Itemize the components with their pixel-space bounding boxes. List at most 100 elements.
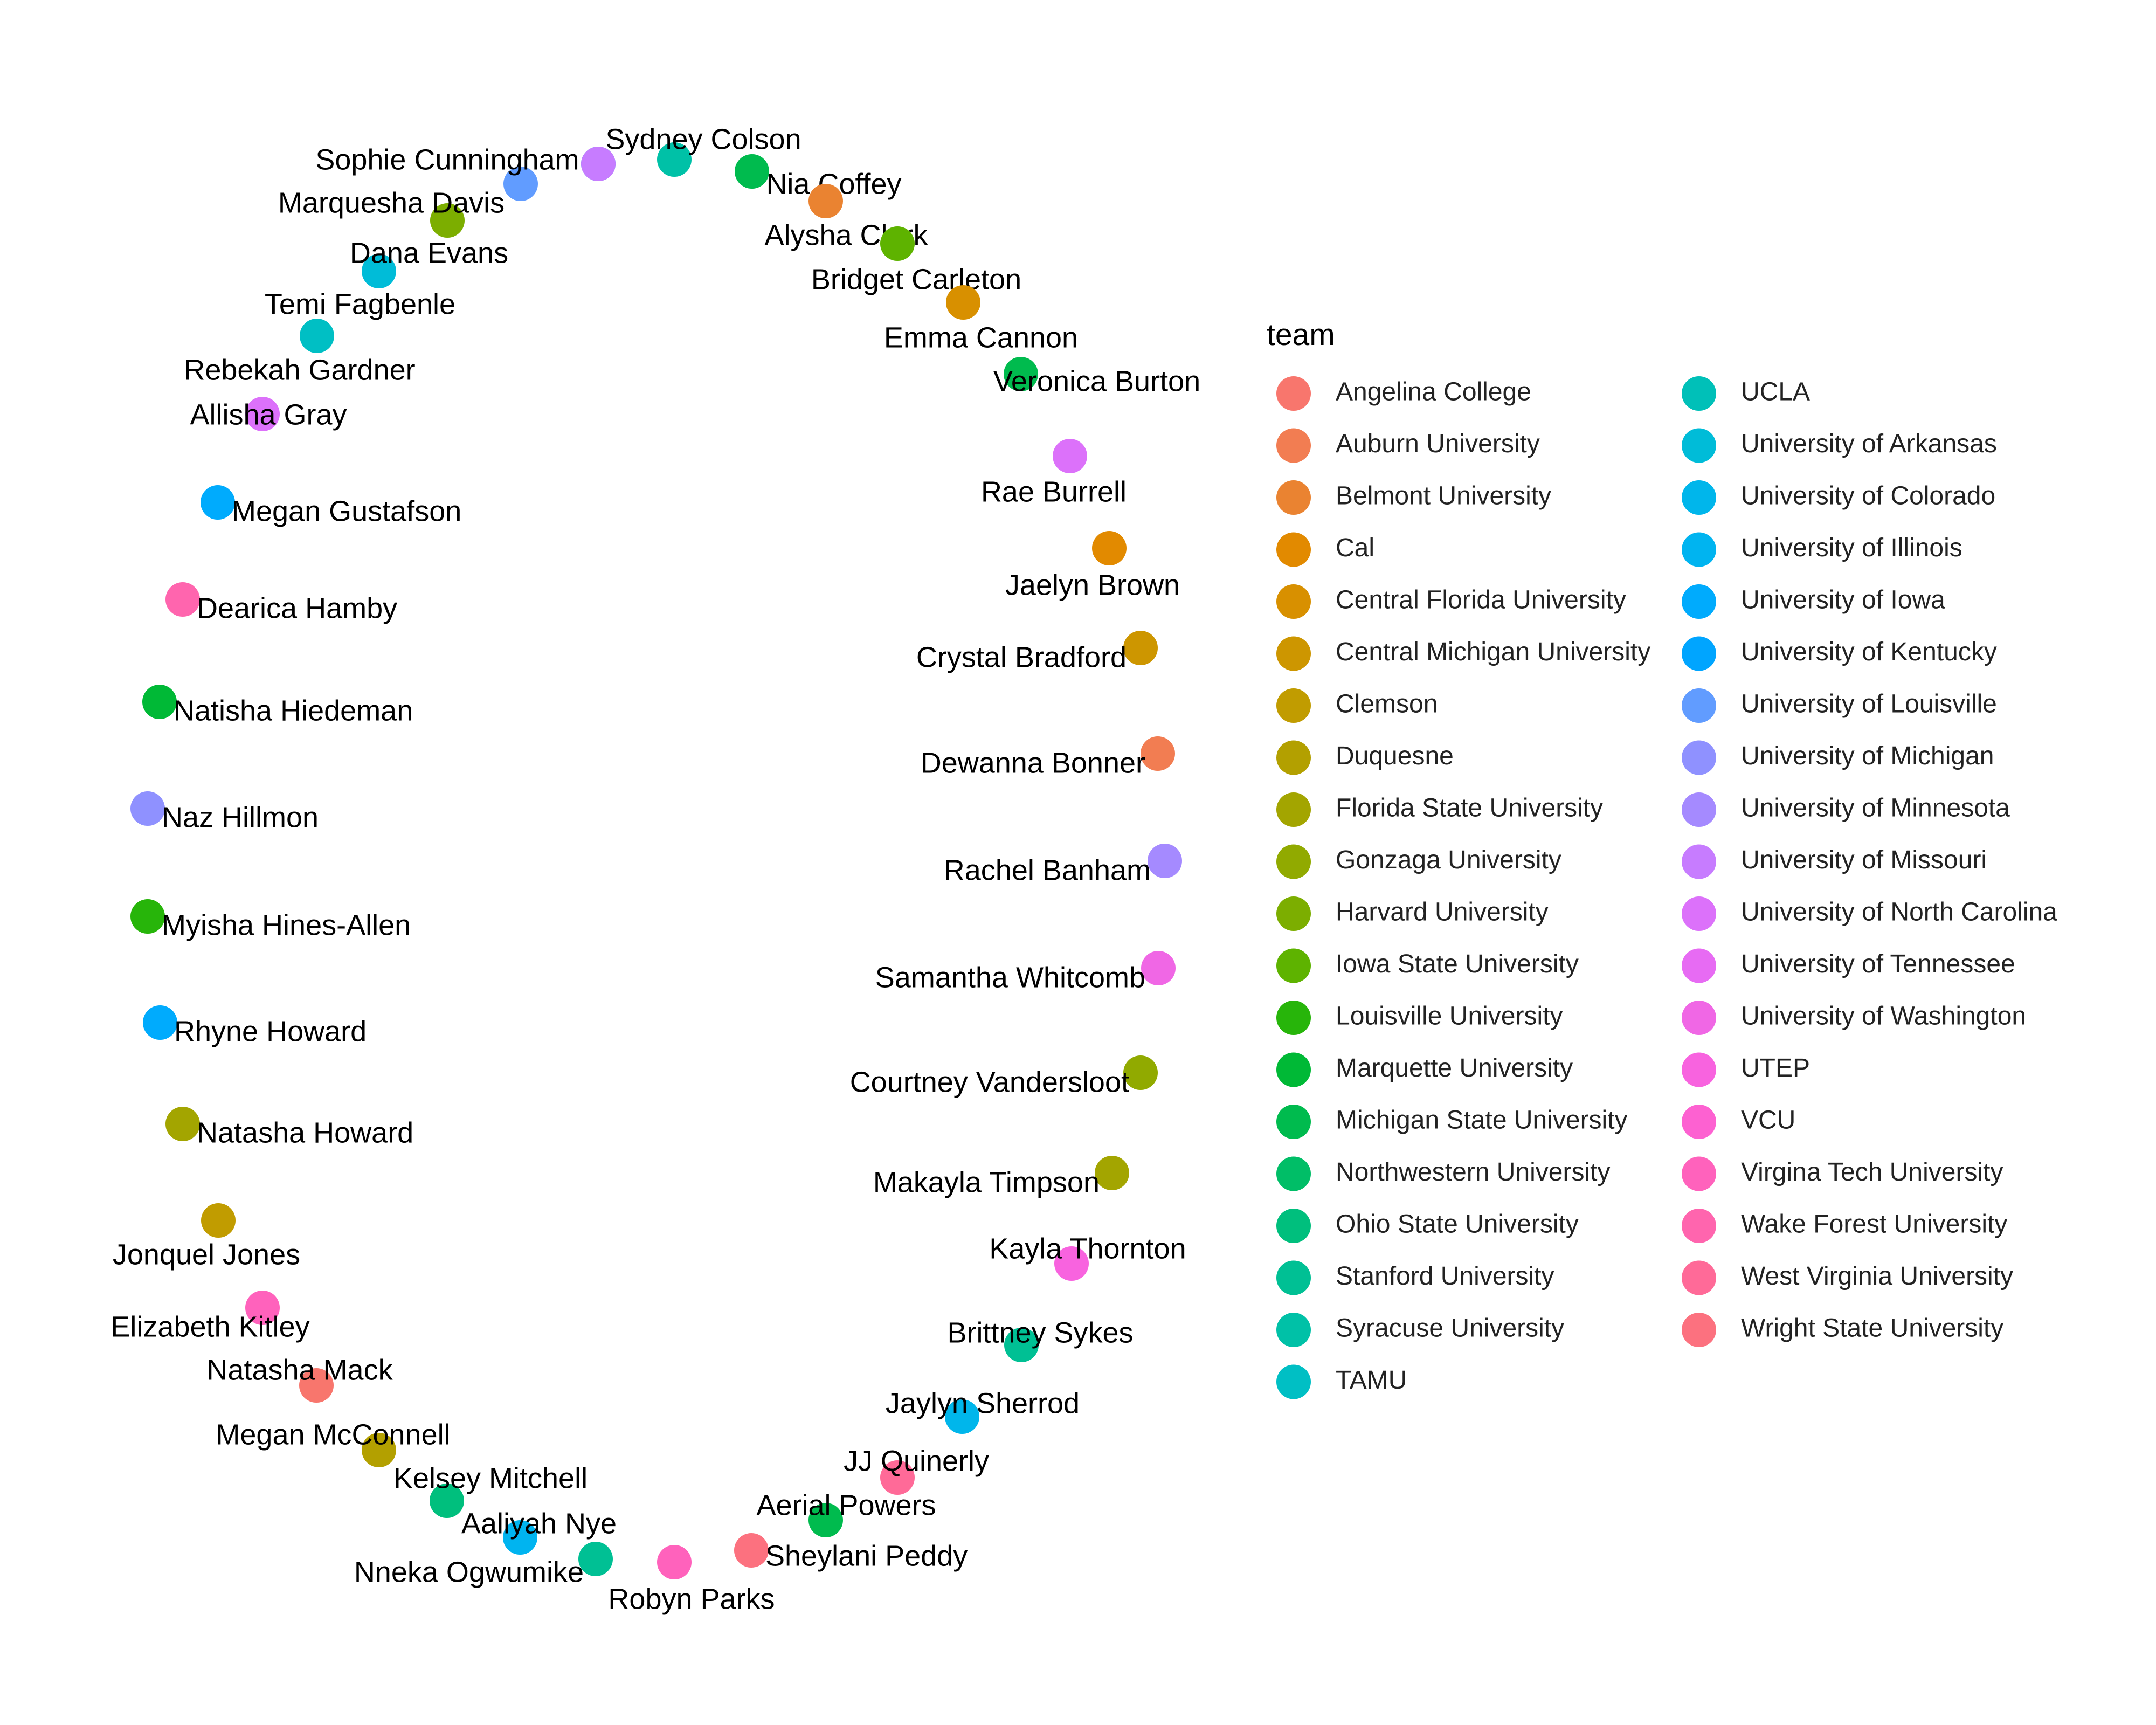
player-dot	[1095, 1156, 1129, 1190]
player-dot	[945, 1399, 979, 1434]
legend-key-dot	[1276, 584, 1311, 619]
legend-key-dot	[1276, 532, 1311, 567]
legend-label: Iowa State University	[1336, 950, 1579, 978]
player-dot	[143, 1005, 177, 1040]
player-label: Samantha Whitcomb	[875, 961, 1145, 993]
legend-key-dot	[1682, 480, 1716, 515]
player-dot	[1148, 844, 1182, 878]
player-label: Rae Burrell	[981, 475, 1127, 508]
legend-item: University of Michigan	[1682, 740, 1994, 775]
player-dot	[1053, 439, 1087, 473]
legend-key-dot	[1276, 948, 1311, 983]
legend-label: University of Colorado	[1741, 482, 1995, 510]
legend-label: Louisville University	[1336, 1002, 1563, 1031]
legend-label: Wake Forest University	[1741, 1210, 2007, 1239]
player-label: Rebekah Gardner	[184, 354, 415, 386]
player-dot	[201, 485, 235, 520]
legend-label: Virgina Tech University	[1741, 1158, 2003, 1186]
player-label: Megan McConnell	[216, 1418, 450, 1451]
legend-key-dot	[1276, 1105, 1311, 1139]
player-node: Brittney Sykes	[947, 1316, 1134, 1362]
legend-item: Virgina Tech University	[1682, 1156, 2003, 1191]
legend-item: Syracuse University	[1276, 1313, 1564, 1347]
player-node: Dana Evans	[350, 203, 508, 269]
legend-key-dot	[1276, 1313, 1311, 1347]
legend-label: Stanford University	[1336, 1262, 1554, 1291]
legend-key-dot	[1276, 1156, 1311, 1191]
player-label: Sheylani Peddy	[765, 1540, 968, 1572]
legend-key-dot	[1276, 480, 1311, 515]
player-label: Elizabeth Kitley	[110, 1310, 309, 1343]
player-dot	[1092, 531, 1127, 565]
legend-label: Marquette University	[1336, 1054, 1573, 1082]
player-dot	[1141, 736, 1175, 771]
player-node: Jonquel Jones	[113, 1203, 300, 1271]
player-label: Allisha Gray	[190, 398, 347, 431]
player-dot	[1141, 951, 1176, 985]
legend-key-dot	[1682, 896, 1716, 931]
legend-key-dot	[1682, 428, 1716, 463]
legend-item: University of Washington	[1682, 1000, 2026, 1035]
player-label: Nneka Ogwumike	[354, 1556, 584, 1588]
player-node: Makayla Timpson	[873, 1156, 1129, 1198]
player-dot	[946, 285, 980, 320]
legend-label: Gonzaga University	[1336, 846, 1561, 874]
legend-label: VCU	[1741, 1106, 1795, 1135]
player-dot	[1054, 1246, 1089, 1281]
legend-label: UCLA	[1741, 378, 1810, 406]
legend-key-dot	[1276, 688, 1311, 723]
legend-key-dot	[1276, 792, 1311, 827]
player-dot	[1004, 1328, 1039, 1362]
player-node: Kelsey Mitchell	[393, 1462, 588, 1518]
legend-item: Ohio State University	[1276, 1209, 1579, 1243]
legend-item: Louisville University	[1276, 1000, 1563, 1035]
player-node: Bridget Carleton	[811, 226, 1021, 295]
player-dot	[735, 154, 769, 189]
legend-label: Clemson	[1336, 690, 1438, 719]
player-label: Robyn Parks	[608, 1583, 775, 1615]
legend-key-dot	[1682, 636, 1716, 671]
player-node: Jaylyn Sherrod	[886, 1387, 1080, 1434]
legend-label: Duquesne	[1336, 742, 1454, 770]
player-dot	[245, 1291, 280, 1325]
legend-key-dot	[1682, 1052, 1716, 1087]
player-node: Rebekah Gardner	[184, 319, 416, 386]
player-label: Jaylyn Sherrod	[886, 1387, 1080, 1419]
player-node: Nneka Ogwumike	[354, 1542, 613, 1588]
player-label: Bridget Carleton	[811, 263, 1021, 295]
player-label: Jonquel Jones	[113, 1238, 300, 1271]
player-dot	[165, 582, 200, 617]
player-label: Dewanna Bonner	[921, 747, 1145, 779]
legend-item: University of Missouri	[1682, 844, 1987, 879]
player-dot	[808, 184, 843, 218]
legend-item: Cal	[1276, 532, 1374, 567]
legend-item: Central Michigan University	[1276, 636, 1650, 671]
legend-key-dot	[1682, 376, 1716, 411]
legend-item: University of Arkansas	[1682, 428, 1997, 463]
legend-key-dot	[1276, 896, 1311, 931]
legend-item: Wright State University	[1682, 1313, 2003, 1347]
legend-key-dot	[1682, 1105, 1716, 1139]
player-dot	[657, 142, 692, 177]
legend-item: Harvard University	[1276, 896, 1549, 931]
player-node: Allisha Gray	[190, 397, 347, 431]
legend-label: Auburn University	[1336, 430, 1540, 458]
legend-item: University of Colorado	[1682, 480, 1995, 515]
legend-item: University of Illinois	[1682, 532, 1962, 567]
player-node	[581, 147, 616, 181]
legend-item: UCLA	[1682, 376, 1810, 411]
legend-key-dot	[1276, 844, 1311, 879]
player-node: JJ Quinerly	[844, 1445, 989, 1495]
legend-item: Stanford University	[1276, 1260, 1554, 1295]
legend-label: UTEP	[1741, 1054, 1810, 1082]
legend-item: University of Kentucky	[1682, 636, 1997, 671]
legend-item: University of Tennessee	[1682, 948, 2015, 983]
legend-item: Marquette University	[1276, 1052, 1573, 1087]
legend-label: Michigan State University	[1336, 1106, 1628, 1135]
player-node: Kayla Thornton	[989, 1232, 1186, 1281]
player-node: Megan Gustafson	[201, 485, 461, 527]
